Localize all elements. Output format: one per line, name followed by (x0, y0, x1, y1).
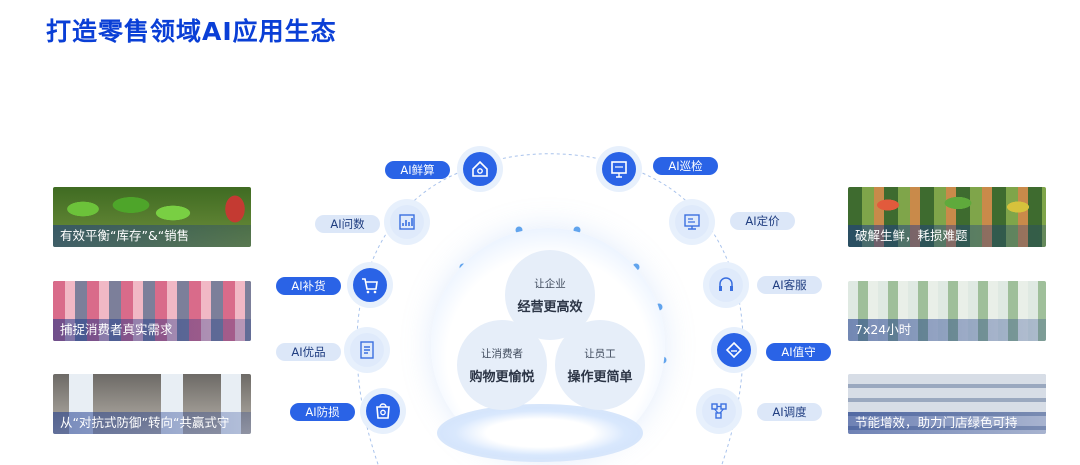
monitor-icon (602, 152, 636, 186)
bubble-small-text: 让员工 (584, 347, 616, 360)
bubble-large-text: 购物更愉悦 (469, 369, 535, 385)
headset-icon (709, 268, 743, 302)
bubble-small-text: 让企业 (534, 277, 566, 290)
node-ai-product[interactable] (344, 327, 390, 373)
photo-card-lossprevention: 从“对抗式防御”转向“共赢式守 (53, 374, 251, 434)
pill-ai-product[interactable]: AI优品 (276, 343, 341, 361)
pill-ai-fresh[interactable]: AI鲜算 (385, 161, 450, 179)
network-icon (702, 394, 736, 428)
photo-caption: 节能增效，助力门店绿色可持 (848, 412, 1046, 434)
bubble-consumer: 让消费者 购物更愉悦 (457, 320, 547, 410)
photo-caption: 有效平衡“库存”&“销售 (53, 225, 251, 247)
bubble-large-text: 操作更简单 (567, 369, 633, 385)
pill-ai-duty[interactable]: AI值守 (766, 343, 831, 361)
node-ai-dispatch[interactable] (696, 388, 742, 434)
photo-card-inventory: 有效平衡“库存”&“销售 (53, 187, 251, 247)
page-title: 打造零售领域AI应用生态 (46, 17, 337, 46)
node-ai-inspection[interactable] (596, 146, 642, 192)
pill-ai-lossprevention[interactable]: AI防损 (290, 403, 355, 421)
document-icon (350, 333, 384, 367)
node-ai-pricing[interactable] (669, 199, 715, 245)
photo-card-energy: 节能增效，助力门店绿色可持 (848, 374, 1046, 434)
platform-base (437, 404, 643, 462)
screen-icon (675, 205, 709, 239)
node-ai-lossprevention[interactable] (360, 388, 406, 434)
shield-icon (366, 394, 400, 428)
pill-ai-inspection[interactable]: AI巡检 (653, 157, 718, 175)
bar-chart-icon (390, 205, 424, 239)
node-ai-service[interactable] (703, 262, 749, 308)
node-ai-fresh[interactable] (457, 146, 503, 192)
photo-caption: 7x24小时 (848, 319, 1046, 341)
photo-caption: 从“对抗式防御”转向“共赢式守 (53, 412, 251, 434)
pill-ai-query[interactable]: AI问数 (315, 215, 380, 233)
pill-ai-dispatch[interactable]: AI调度 (757, 403, 822, 421)
cart-icon (353, 268, 387, 302)
pill-ai-service[interactable]: AI客服 (757, 276, 822, 294)
bubble-employee: 让员工 操作更简单 (555, 320, 645, 410)
photo-card-fresh: 破解生鲜，耗损难题 (848, 187, 1046, 247)
photo-caption: 捕捉消费者真实需求 (53, 319, 251, 341)
node-ai-query[interactable] (384, 199, 430, 245)
pill-ai-pricing[interactable]: AI定价 (730, 212, 795, 230)
photo-card-consumer: 捕捉消费者真实需求 (53, 281, 251, 341)
photo-card-24h: 7x24小时 (848, 281, 1046, 341)
photo-caption: 破解生鲜，耗损难题 (848, 225, 1046, 247)
store-icon (717, 333, 751, 367)
node-ai-duty[interactable] (711, 327, 757, 373)
bubble-small-text: 让消费者 (481, 347, 523, 360)
node-ai-restock[interactable] (347, 262, 393, 308)
pill-ai-restock[interactable]: AI补货 (276, 277, 341, 295)
bubble-large-text: 经营更高效 (517, 299, 583, 315)
house-icon (463, 152, 497, 186)
